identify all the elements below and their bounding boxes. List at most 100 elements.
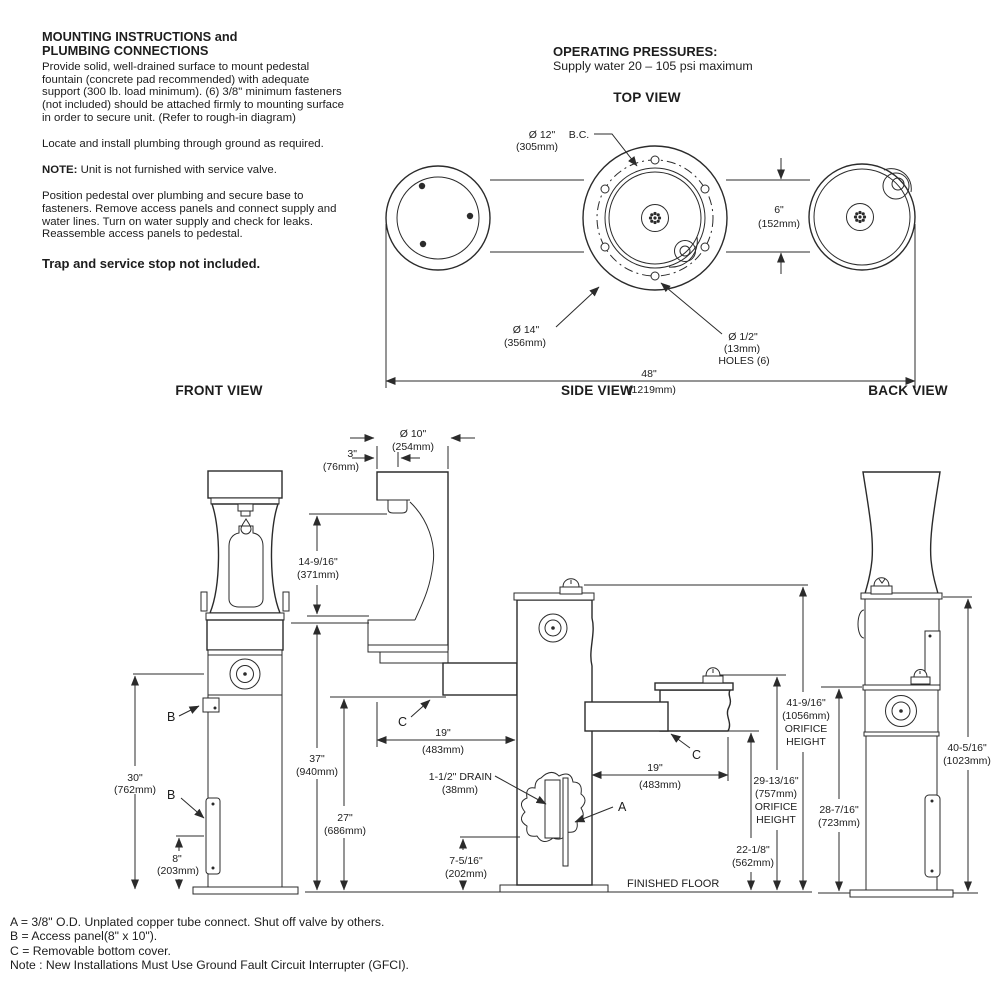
dim-overall-width: 48" (1219mm) — [385, 224, 916, 396]
dim-37-label: 37" — [309, 753, 325, 765]
front-view-drawing: 30" (762mm) 8" (203mm) B B — [114, 470, 299, 895]
dim-10dia-label: Ø 10" — [400, 428, 427, 440]
dim-7-label: 7-5/16" — [449, 855, 483, 867]
water-drop-icon — [240, 518, 252, 535]
dim-14-dia: Ø 14" — [513, 324, 540, 336]
dim-8in: 8" (203mm) — [157, 835, 204, 890]
dim-30in-mm: (762mm) — [114, 784, 156, 796]
bubbler-guard-icon — [882, 168, 912, 200]
access-panel-top — [202, 697, 220, 713]
label-drain: 1-1/2" DRAIN — [429, 771, 492, 783]
base-plate — [499, 884, 609, 893]
low-fountain-bowl — [584, 667, 734, 732]
note-a: A = 3/8" O.D. Unplated copper tube conne… — [10, 915, 385, 929]
legend-notes: A = 3/8" O.D. Unplated copper tube conne… — [10, 915, 710, 973]
dim-19-label: 19" — [435, 727, 451, 739]
access-panel — [924, 794, 941, 878]
filler-cap — [207, 470, 283, 499]
dim-19-left: 19" (483mm) — [376, 702, 516, 756]
operating-title: OPERATING PRESSURES: — [553, 44, 718, 59]
pedestal-bar — [490, 179, 810, 253]
bubbler-icon — [702, 667, 724, 684]
dim-27-mm: (686mm) — [324, 825, 366, 837]
label-drain-mm: (38mm) — [442, 784, 478, 796]
dim-41-orifice: ORIFICE — [785, 723, 828, 735]
label-a: A — [618, 800, 627, 814]
dim-10dia-mm: (254mm) — [392, 441, 434, 453]
dim-hole-dia: Ø 1/2" — [728, 331, 758, 343]
dim-6in: 6" — [774, 204, 784, 216]
push-button-icon — [538, 613, 568, 643]
dim-19-mm: (483mm) — [639, 779, 681, 791]
dim-hole-count: HOLES (6) — [718, 355, 769, 367]
label-c: C — [692, 748, 701, 762]
view-title-top: TOP VIEW — [613, 90, 681, 105]
push-button-icon — [229, 658, 261, 690]
push-button-icon — [885, 695, 917, 727]
dim-28-label: 28-7/16" — [819, 804, 859, 816]
title-line-1: MOUNTING INSTRUCTIONS and — [42, 29, 238, 44]
callout-c-right: C — [670, 733, 701, 762]
dim-27-label: 27" — [337, 812, 353, 824]
callout-c-left: C — [398, 699, 431, 729]
instructions-para1: Provide solid, well-drained surface to m… — [42, 60, 345, 125]
bottom-cover-right — [584, 701, 669, 732]
dim-filler-dia: Ø 10" (254mm) — [350, 428, 475, 469]
dim-48in: 48" — [641, 368, 657, 380]
note-b: B = Access panel(8" x 10"). — [10, 929, 158, 944]
instructions-para2: Locate and install plumbing through grou… — [42, 138, 324, 151]
dim-28-7-16: 28-7/16" (723mm) — [818, 686, 862, 892]
dim-bar-width: 6" (152mm) — [758, 158, 800, 274]
dim-41-height: HEIGHT — [786, 736, 826, 748]
dim-bolt-circle: Ø 12" B.C. (305mm) — [516, 129, 638, 167]
side-view-drawing: Ø 10" (254mm) 3" (76mm) 14-9/16" (371mm) — [291, 428, 830, 893]
dim-30in: 30" (762mm) — [114, 673, 204, 890]
bottom-cover-left — [442, 662, 518, 696]
dim-29-label: 29-13/16" — [753, 775, 798, 787]
operating-pressures: OPERATING PRESSURES: Supply water 20 – 1… — [553, 44, 883, 73]
instructions-para3: Position pedestal over plumbing and secu… — [42, 189, 337, 241]
dim-mount-holes: Ø 1/2" (13mm) HOLES (6) — [660, 282, 770, 367]
dim-bc-label: B.C. — [569, 129, 589, 141]
dim-28-mm: (723mm) — [818, 817, 860, 829]
dim-30in-label: 30" — [127, 772, 143, 784]
dim-29-height: HEIGHT — [756, 814, 796, 826]
note-c: C = Removable bottom cover. — [10, 943, 171, 958]
label-b: B — [167, 710, 175, 724]
trap-note: Trap and service stop not included. — [42, 256, 261, 272]
drain-pipe — [544, 779, 561, 839]
filler-tower-profile — [367, 471, 449, 664]
supply-tube — [562, 777, 569, 867]
view-title-side: SIDE VIEW — [560, 383, 634, 398]
filler-tower-back — [862, 471, 941, 595]
top-view-drawing: Ø 12" B.C. (305mm) 6" (152mm) Ø 14" (356… — [385, 129, 916, 396]
note-label: NOTE: — [42, 163, 78, 176]
dim-8in-label: 8" — [172, 853, 182, 865]
dim-19-label: 19" — [647, 762, 663, 774]
callout-b-upper: B — [167, 705, 200, 724]
dim-22-label: 22-1/8" — [736, 844, 770, 856]
base-plate — [849, 889, 954, 898]
callout-drain: 1-1/2" DRAIN (38mm) — [429, 771, 547, 805]
dim-27: 27" (686mm) — [324, 696, 446, 891]
dim-22-1-8: 22-1/8" (562mm) — [668, 730, 774, 891]
bubbler-icon — [910, 669, 931, 685]
back-view-drawing: 40-5/16" (1023mm) 28-7/16" (723mm) — [818, 471, 991, 898]
dim-37-mm: (940mm) — [296, 766, 338, 778]
dim-3in-label: 3" — [347, 448, 357, 460]
view-title-front: FRONT VIEW — [175, 383, 263, 398]
dim-bc-mm: (305mm) — [516, 141, 558, 153]
top-view-base-flange — [385, 165, 491, 271]
bubbler-guard-icon — [668, 236, 698, 268]
dim-base-diameter: Ø 14" (356mm) — [504, 286, 600, 349]
view-title-back: BACK VIEW — [868, 383, 948, 398]
dim-41-9-16: 41-9/16" (1056mm) ORIFICE HEIGHT — [584, 584, 830, 891]
dim-48in-mm: (1219mm) — [628, 384, 676, 396]
dim-22-mm: (562mm) — [732, 857, 774, 869]
bubbler-icon — [559, 578, 583, 595]
dim-37: 37" (940mm) — [291, 622, 369, 891]
dim-7-mm: (202mm) — [445, 868, 487, 880]
